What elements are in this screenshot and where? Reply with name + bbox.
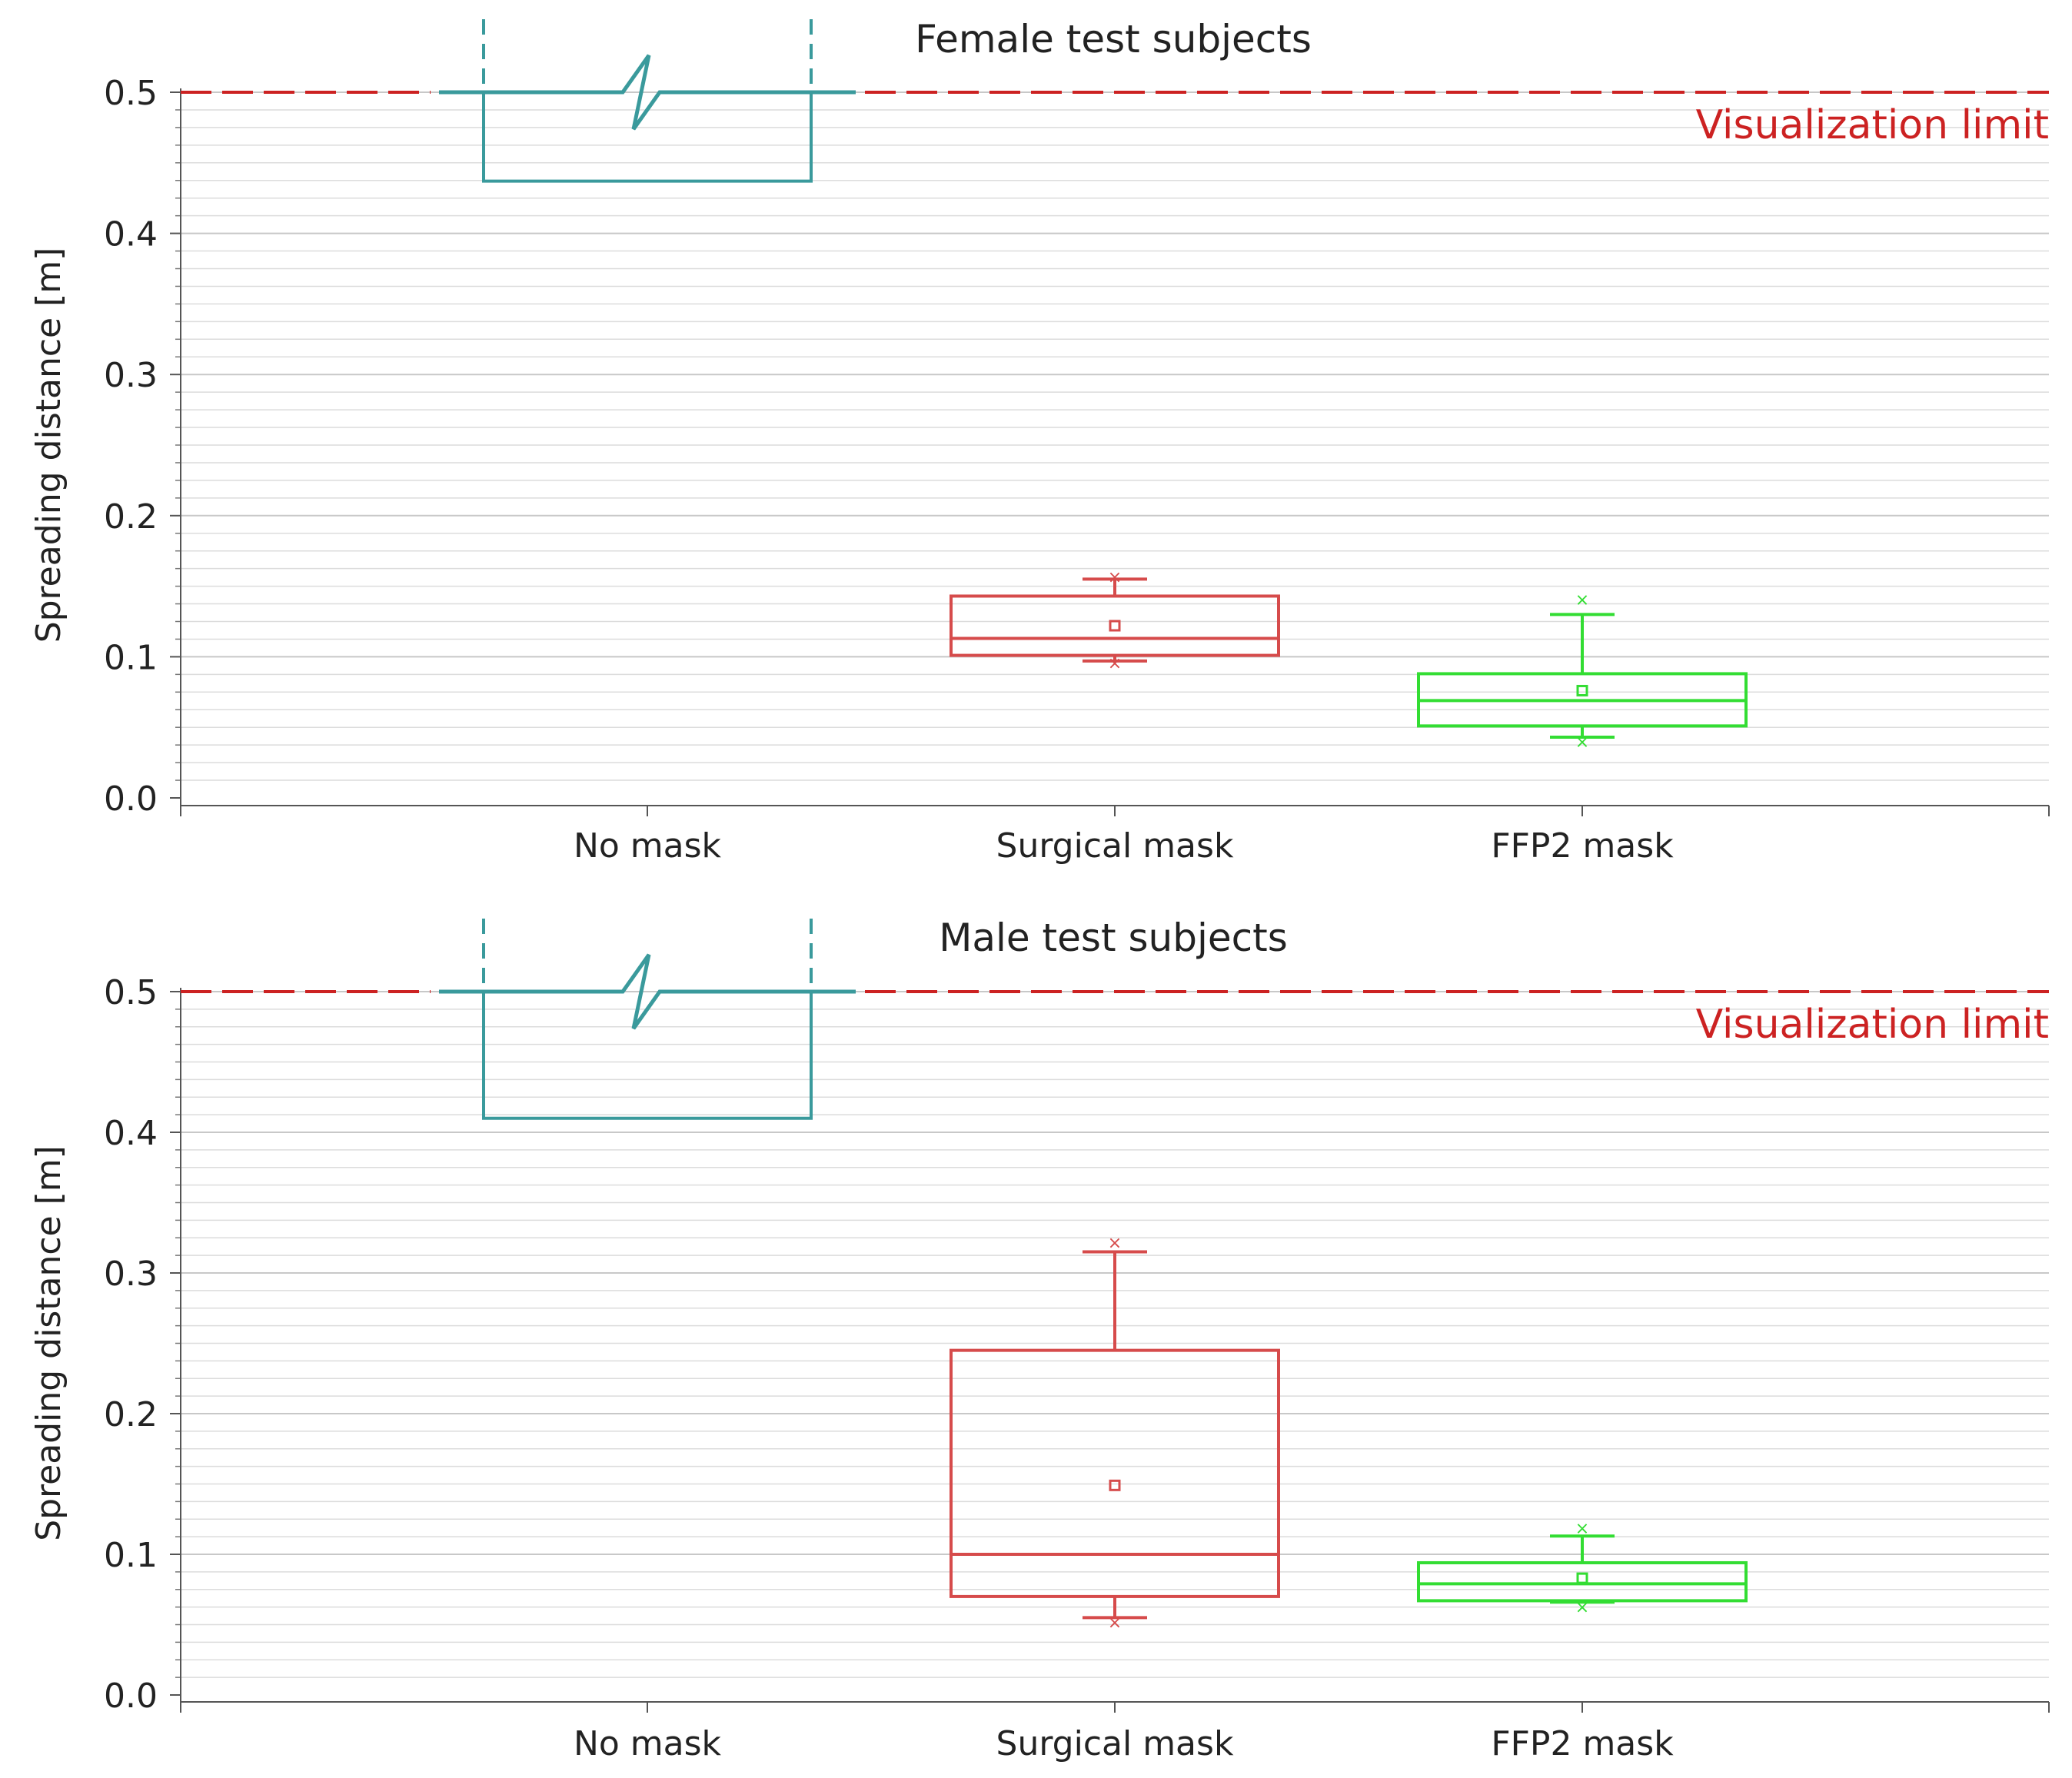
box-body xyxy=(482,992,813,1120)
y-tick-label: 0.1 xyxy=(104,638,158,677)
chart-panel-2: 0.0 0.1 0.2 0.3 0.4 0.5 No mask Surgical mask FF… xyxy=(29,916,2050,1763)
mean-marker xyxy=(1576,684,1588,696)
y-tick-label: 0.4 xyxy=(104,215,158,254)
axis-break-marker xyxy=(439,953,856,1030)
y-tick-label: 0.3 xyxy=(104,356,158,395)
box-ffp2-mask: ×× xyxy=(1417,590,1748,753)
mean-marker xyxy=(1109,620,1121,632)
box-no-mask xyxy=(439,919,856,1120)
x-tick-label: No mask xyxy=(574,1724,722,1763)
max-marker: × xyxy=(1575,1519,1589,1538)
x-tick-label: Surgical mask xyxy=(996,1724,1234,1763)
max-marker: × xyxy=(1108,568,1122,587)
axis-break-marker xyxy=(439,54,856,131)
min-marker: × xyxy=(1108,1613,1122,1633)
x-tick-label: FFP2 mask xyxy=(1491,1724,1674,1763)
y-tick-label: 0.1 xyxy=(104,1536,158,1575)
chart-panel-1: 0.0 0.1 0.2 0.3 0.4 0.5 No mask Surgical mask FF… xyxy=(29,17,2050,866)
y-tick-label: 0.2 xyxy=(104,1395,158,1434)
max-marker: × xyxy=(1575,590,1589,610)
y-tick-label: 0.3 xyxy=(104,1255,158,1294)
y-axis-label: Spreading distance [m] xyxy=(29,1145,68,1541)
visualization-limit-label: Visualization limit xyxy=(1696,102,2049,148)
y-tick-label: 0.5 xyxy=(104,74,158,113)
mean-marker xyxy=(1109,1479,1121,1491)
box-body xyxy=(482,92,813,183)
mean-marker xyxy=(1576,1572,1588,1584)
y-tick-label: 0.2 xyxy=(104,497,158,537)
chart-title: Male test subjects xyxy=(939,916,1288,960)
box-surgical-mask: ×× xyxy=(950,568,1280,673)
box-no-mask xyxy=(439,19,856,183)
min-marker: × xyxy=(1575,733,1589,753)
box-surgical-mask: ×× xyxy=(950,1234,1280,1633)
visualization-limit-label: Visualization limit xyxy=(1696,1002,2049,1048)
x-tick-label: FFP2 mask xyxy=(1491,826,1674,866)
chart-title: Female test subjects xyxy=(915,17,1312,61)
y-tick-label: 0.4 xyxy=(104,1114,158,1153)
box-ffp2-mask: ×× xyxy=(1417,1519,1748,1617)
max-marker: × xyxy=(1108,1234,1122,1253)
min-marker: × xyxy=(1575,1598,1589,1617)
y-tick-label: 0.5 xyxy=(104,973,158,1012)
box-body xyxy=(950,1348,1280,1598)
min-marker: × xyxy=(1108,654,1122,673)
y-tick-label: 0.0 xyxy=(104,1677,158,1716)
x-tick-label: Surgical mask xyxy=(996,826,1234,866)
x-tick-label: No mask xyxy=(574,826,722,866)
y-tick-label: 0.0 xyxy=(104,779,158,819)
box-body xyxy=(950,594,1280,657)
y-axis-label: Spreading distance [m] xyxy=(29,248,68,643)
